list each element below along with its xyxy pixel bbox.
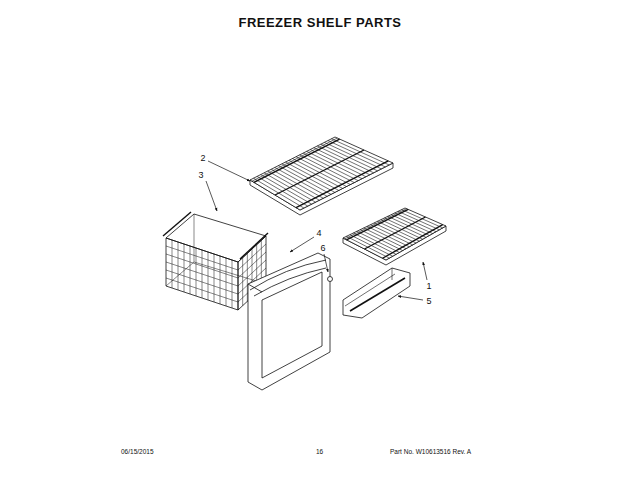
leader-lines xyxy=(206,161,427,300)
wire xyxy=(163,212,191,236)
callout-number: 3 xyxy=(198,171,203,180)
wire xyxy=(296,161,388,208)
wire xyxy=(365,217,426,249)
drawer-handle xyxy=(250,260,326,290)
wire xyxy=(383,225,443,259)
shelf-top xyxy=(250,137,393,210)
wire xyxy=(166,262,238,286)
screw xyxy=(328,277,333,282)
wire xyxy=(238,244,266,270)
callout-number: 1 xyxy=(426,282,431,291)
basket-front xyxy=(166,238,238,310)
footer-date: 06/15/2015 xyxy=(121,449,154,456)
callout-number: 2 xyxy=(200,154,205,163)
wire xyxy=(254,139,340,182)
drawer-inset xyxy=(262,272,322,378)
callout-number: 5 xyxy=(426,297,431,306)
drawer-handle xyxy=(254,268,326,296)
wire xyxy=(392,268,393,280)
freezer-shelf xyxy=(343,208,446,265)
wire xyxy=(252,138,337,181)
freezer-shelf xyxy=(250,137,393,215)
wire xyxy=(166,254,238,278)
callout-number: 6 xyxy=(320,244,325,253)
page-title: FREEZER SHELF PARTS xyxy=(238,16,401,29)
wire xyxy=(345,274,395,306)
wire xyxy=(194,214,195,262)
callout-number: 4 xyxy=(316,229,321,238)
wire xyxy=(166,246,238,270)
wire xyxy=(275,150,364,195)
drawer-front xyxy=(248,253,330,390)
wire xyxy=(248,284,262,292)
bar-body xyxy=(343,268,410,318)
trim-bar xyxy=(343,268,410,318)
wire xyxy=(346,209,408,239)
shelf-top xyxy=(343,208,446,260)
wire xyxy=(350,278,405,311)
wire xyxy=(238,252,266,278)
page-number: 16 xyxy=(316,449,323,456)
wire xyxy=(166,270,238,294)
wire xyxy=(345,209,407,239)
part-number: Part No. W10613516 Rev. A xyxy=(390,449,471,456)
drawer-panel xyxy=(248,253,330,390)
wire xyxy=(166,278,238,302)
